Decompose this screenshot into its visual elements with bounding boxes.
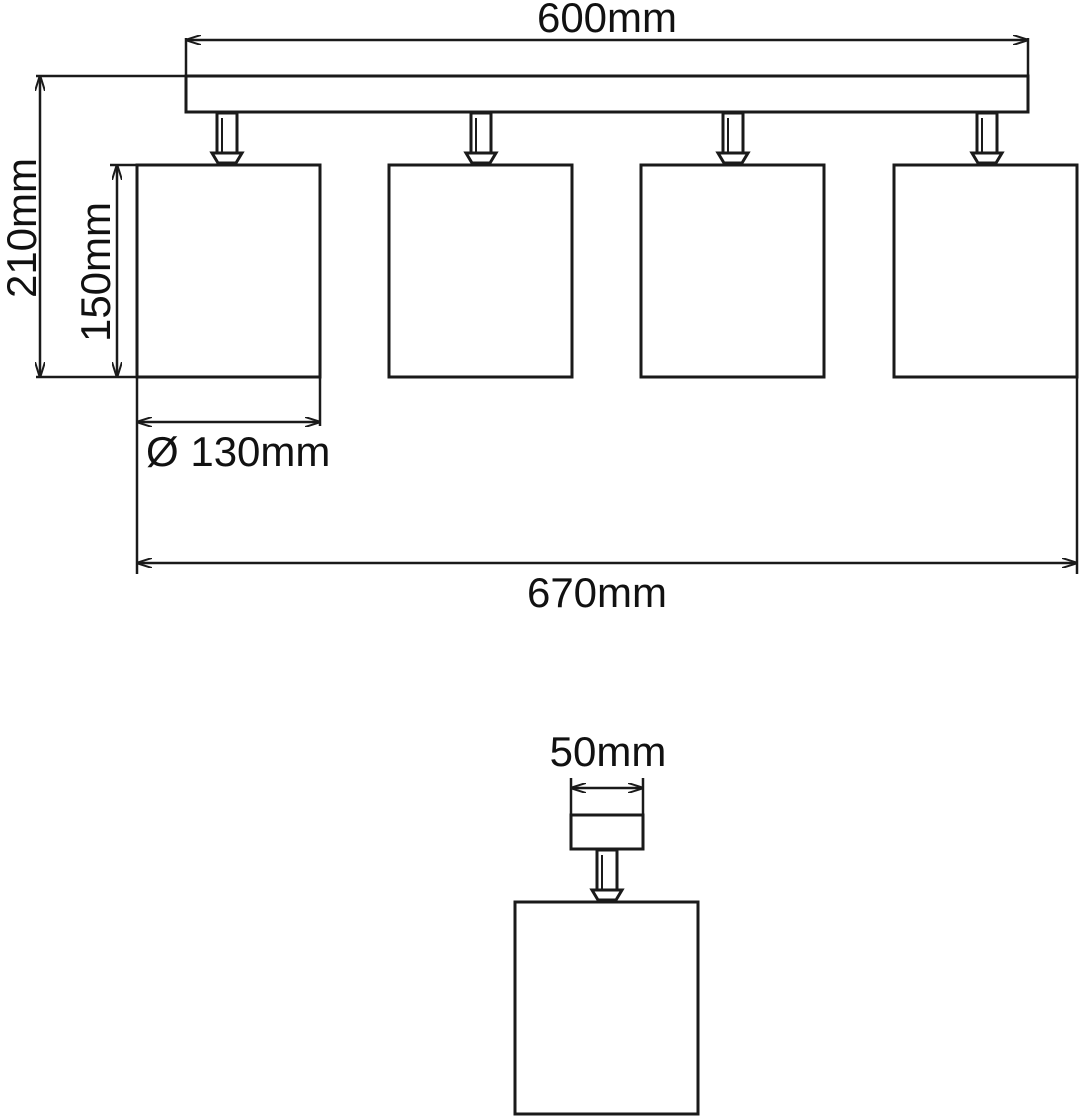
spotlight-1 (135, 111, 322, 379)
dim-total-height: 210mm (0, 74, 186, 379)
spotlight-4 (892, 111, 1079, 379)
dim-label-shade-diameter: Ø 130mm (146, 428, 330, 475)
spotlight-2 (387, 111, 574, 379)
dim-label-total-height: 210mm (0, 158, 45, 298)
dim-total-length: 670mm (135, 377, 1079, 616)
dim-mount-length: 600mm (184, 0, 1030, 78)
side-shade (513, 900, 700, 1116)
side-joint (589, 848, 625, 902)
dim-mount-width: 50mm (550, 728, 667, 815)
spotlight-3 (639, 111, 826, 379)
dim-shade-height: 150mm (72, 163, 137, 377)
dim-label-mount-width: 50mm (550, 728, 667, 775)
mounting-bar (184, 74, 1030, 114)
dim-label-shade-height: 150mm (72, 202, 119, 342)
dim-label-mount-length: 600mm (537, 0, 677, 41)
side-mount-block (569, 813, 645, 851)
side-view: 50mm (513, 728, 700, 1116)
dim-label-total-length: 670mm (527, 569, 667, 616)
dim-shade-diameter: Ø 130mm (137, 377, 330, 475)
